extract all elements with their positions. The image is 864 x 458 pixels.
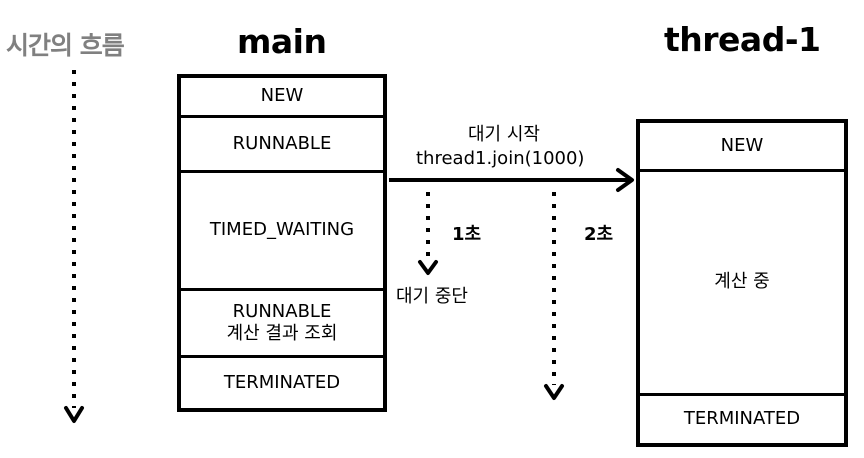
main-state-runnable-2: RUNNABLE 계산 결과 조회 xyxy=(181,291,383,358)
thread1-state-terminated: TERMINATED xyxy=(683,408,801,430)
join-call-line1: 대기 시작 xyxy=(468,124,540,145)
main-state-new: NEW xyxy=(181,78,383,118)
join-arrowhead xyxy=(616,168,634,192)
main-state-runnable-2-sub: 계산 결과 조회 xyxy=(226,323,338,344)
main-state-timed-waiting: TIMED_WAITING xyxy=(181,173,383,291)
main-state-box: NEW RUNNABLE TIMED_WAITING RUNNABLE 계산 결… xyxy=(177,74,387,412)
main-thread-title: main xyxy=(237,22,327,61)
two-sec-label: 2초 xyxy=(584,224,614,245)
thread1-title: thread-1 xyxy=(664,20,821,59)
one-sec-label: 1초 xyxy=(452,224,482,245)
main-state-runnable-2-label: RUNNABLE xyxy=(232,300,332,322)
time-axis-label: 시간의 흐름 xyxy=(6,31,125,60)
main-state-runnable: RUNNABLE xyxy=(181,118,383,173)
join-call-line2: thread1.join(1000) xyxy=(416,148,585,169)
one-sec-arrowhead xyxy=(418,260,438,275)
main-state-terminated: TERMINATED xyxy=(223,371,341,393)
two-sec-arrowhead xyxy=(544,384,564,400)
wait-stop-label: 대기 중단 xyxy=(396,286,468,307)
time-axis-arrowhead xyxy=(64,406,84,423)
thread1-state-box: NEW 계산 중 TERMINATED xyxy=(636,119,848,447)
thread1-state-new: NEW xyxy=(640,123,844,172)
thread1-state-computing: 계산 중 xyxy=(640,172,844,396)
